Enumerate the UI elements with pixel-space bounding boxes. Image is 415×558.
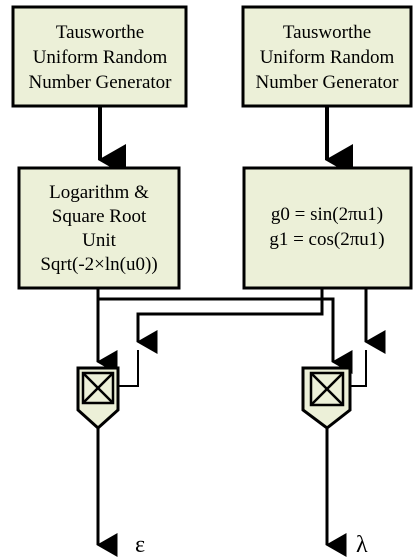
log-sqrt-label-line-1: Logarithm & bbox=[49, 182, 149, 203]
epsilon-output-label: ε bbox=[135, 532, 145, 558]
urng-left-block: Tausworthe Uniform Random Number Generat… bbox=[11, 5, 188, 108]
trig-unit-box bbox=[242, 166, 413, 290]
lambda-output-label: λ bbox=[356, 532, 368, 558]
trig-label-line-1: g0 = sin(2πu1) bbox=[271, 204, 383, 225]
urng-left-label-line-1: Tausworthe bbox=[56, 22, 144, 43]
urng-right-label-line-1: Tausworthe bbox=[283, 22, 371, 43]
multiplier-cross-icon bbox=[81, 371, 115, 405]
sqrt-to-right-multiplier-bus bbox=[98, 297, 353, 374]
g0-into-left-multiplier bbox=[117, 350, 139, 387]
urng-left-label-line-3: Number Generator bbox=[29, 72, 173, 93]
multiplier-cross-icon bbox=[309, 371, 345, 407]
right-multiplier-body bbox=[301, 366, 352, 430]
urng-right-box bbox=[241, 5, 413, 108]
trig-label-line-2: g1 = cos(2πu1) bbox=[269, 229, 384, 250]
log-sqrt-label-line-4: Sqrt(-2×ln(u0)) bbox=[40, 254, 157, 275]
log-sqrt-unit-block: Logarithm & Square Root Unit Sqrt(-2×ln(… bbox=[17, 166, 181, 290]
log-sqrt-unit-box bbox=[17, 166, 181, 290]
urng-left-box bbox=[11, 5, 188, 108]
urng-right-block: Tausworthe Uniform Random Number Generat… bbox=[241, 5, 413, 108]
urng-right-label-line-3: Number Generator bbox=[256, 72, 400, 93]
left-multiplier bbox=[76, 366, 120, 431]
trig-unit-block: g0 = sin(2πu1) g1 = cos(2πu1) bbox=[242, 166, 413, 290]
right-multiplier bbox=[301, 366, 352, 430]
log-sqrt-label-line-2: Square Root bbox=[52, 206, 147, 227]
urng-left-label-line-2: Uniform Random bbox=[33, 47, 168, 68]
g0-to-left-multiplier-bus bbox=[136, 288, 324, 354]
log-sqrt-label-line-3: Unit bbox=[82, 230, 117, 251]
left-multiplier-body bbox=[76, 366, 120, 431]
g1-into-right-multiplier bbox=[350, 350, 367, 387]
urng-right-label-line-2: Uniform Random bbox=[260, 47, 395, 68]
